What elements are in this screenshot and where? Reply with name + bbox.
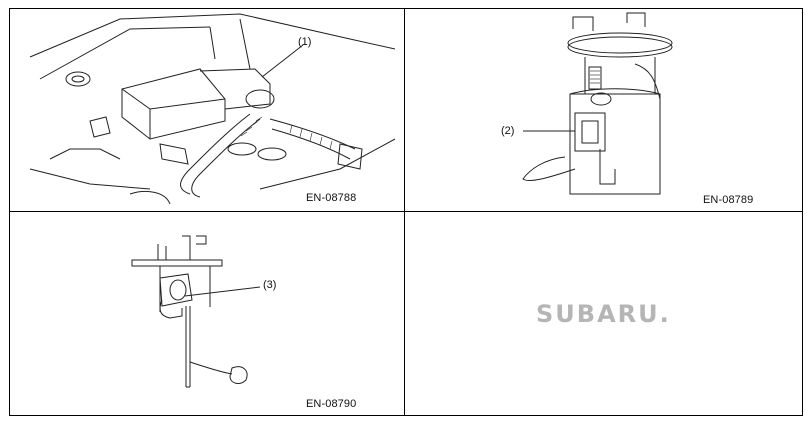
engine-bay-illustration: [29, 13, 396, 205]
fuel-pump-assembly-illustration: [522, 12, 673, 195]
subaru-logo: SUBARU.: [536, 300, 671, 328]
figure-code-2: EN-08789: [703, 194, 754, 206]
figure-grid: [9, 8, 803, 416]
figure-code-3: EN-08790: [306, 398, 357, 410]
figure-panel-1: (1) EN-08788: [10, 9, 404, 211]
figure-panel-3: (3) EN-08790: [10, 212, 404, 415]
fuel-level-sensor-illustration: [131, 235, 261, 388]
callout-label-2: (2): [501, 125, 515, 137]
grid-divider-vertical: [404, 8, 405, 416]
grid-divider-horizontal: [9, 211, 803, 212]
callout-label-1: (1): [298, 36, 312, 48]
figure-code-1: EN-08788: [306, 192, 357, 204]
callout-label-3: (3): [263, 279, 277, 291]
figure-panel-2: (2) EN-08789: [405, 9, 802, 211]
figure-panel-4: SUBARU.: [405, 212, 802, 415]
